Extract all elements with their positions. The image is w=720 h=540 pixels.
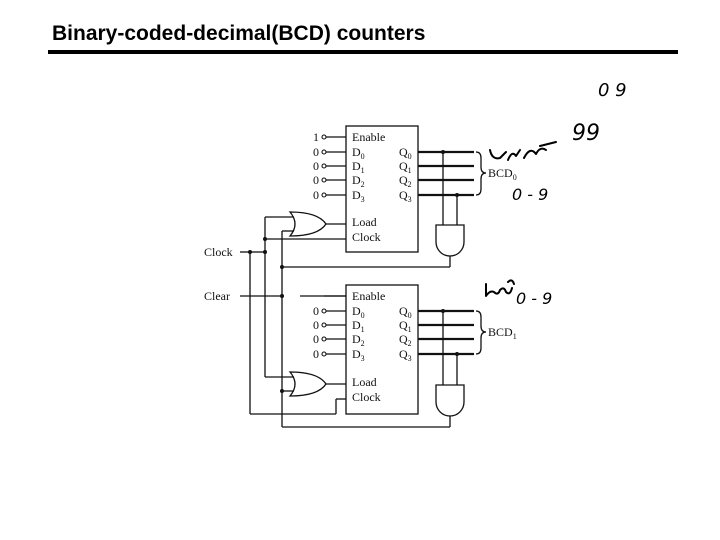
top-d2-input-value: 0: [313, 173, 319, 187]
bottom-d0-input-value: 0: [313, 304, 319, 318]
counter-bottom: 0 0 0 0 Enable D0 D1 D2 D3 Load Clock Q0…: [265, 284, 517, 428]
bottom-d1-label: D1: [352, 318, 365, 334]
bottom-d3-label: D3: [352, 347, 365, 363]
handwritten-scribble-top: [489, 141, 557, 161]
counter-top: 1 0 0 0 0 Enable D0 D1 D2 D3 Load Clock …: [265, 125, 517, 268]
bottom-d2-label: D2: [352, 332, 365, 348]
bottom-q3-label: Q3: [399, 347, 412, 363]
top-d3-input-value: 0: [313, 188, 319, 202]
bottom-q0-label: Q0: [399, 304, 412, 320]
top-q2-label: Q2: [399, 173, 412, 189]
top-output-label: BCD0: [488, 166, 517, 182]
top-d2-label: D2: [352, 173, 365, 189]
top-d0-label: D0: [352, 145, 365, 161]
bottom-q2-label: Q2: [399, 332, 412, 348]
top-q0-label: Q0: [399, 145, 412, 161]
bottom-or-gate: [288, 371, 327, 397]
top-d0-input-value: 0: [313, 145, 319, 159]
top-and-gate: [435, 224, 465, 257]
annotation-0-9-mid: 0 - 9: [512, 185, 548, 204]
top-counter-box: [345, 125, 419, 253]
bottom-enable-label: Enable: [352, 289, 385, 303]
title-rule: [48, 50, 678, 54]
annotation-99: 99: [572, 121, 600, 146]
annotation-0-9-low: 0 - 9: [516, 289, 552, 308]
bottom-d2-input-value: 0: [313, 332, 319, 346]
bottom-counter-box: [345, 284, 419, 415]
bottom-load-label: Load: [352, 375, 377, 389]
slide-title: Binary-coded-decimal(BCD) counters: [52, 22, 426, 45]
handwritten-scribble-bottom: [485, 279, 515, 297]
bottom-d3-input-value: 0: [313, 347, 319, 361]
bottom-q1-label: Q1: [399, 318, 412, 334]
bottom-output-label: BCD1: [488, 325, 517, 341]
top-clock-label: Clock: [352, 230, 381, 244]
signal-wiring: Clock Clear: [204, 217, 346, 427]
bottom-d1-input-value: 0: [313, 318, 319, 332]
annotation-0-9-top: 0 9: [598, 80, 627, 101]
bottom-d0-label: D0: [352, 304, 365, 320]
clear-signal-label: Clear: [204, 289, 230, 303]
bottom-clock-label: Clock: [352, 390, 381, 404]
top-load-label: Load: [352, 215, 377, 229]
bottom-and-gate: [435, 384, 465, 417]
top-q1-label: Q1: [399, 159, 412, 175]
top-enable-label: Enable: [352, 130, 385, 144]
top-enable-input-value: 1: [313, 130, 319, 144]
top-or-gate: [288, 211, 327, 237]
clock-signal-label: Clock: [204, 245, 233, 259]
handwritten-annotations: 0 9 99 0 - 9 0 - 9: [485, 80, 627, 308]
top-d1-label: D1: [352, 159, 365, 175]
top-q3-label: Q3: [399, 188, 412, 204]
top-d3-label: D3: [352, 188, 365, 204]
top-d1-input-value: 0: [313, 159, 319, 173]
